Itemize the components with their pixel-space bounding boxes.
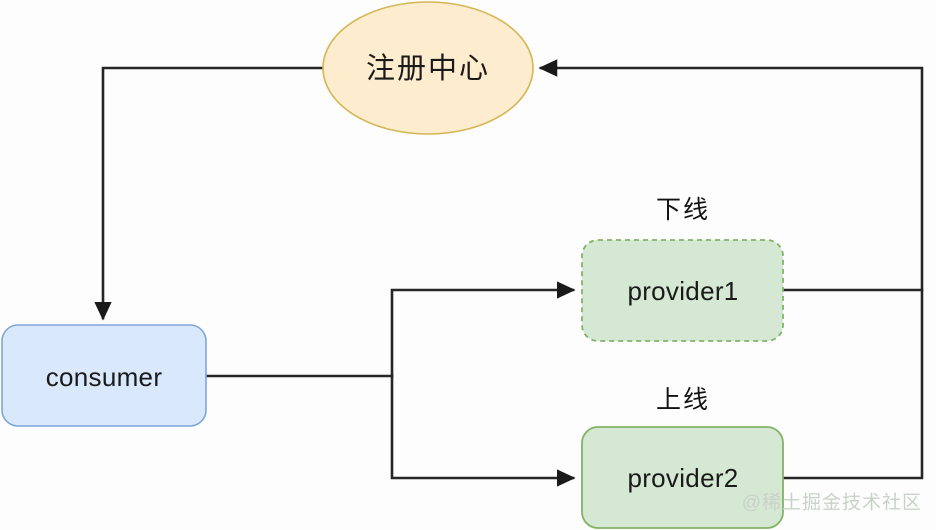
registry-ellipse-shape[interactable]: [322, 1, 534, 135]
node-provider1[interactable]: provider1: [581, 239, 784, 342]
watermark: @稀土掘金技术社区: [742, 492, 922, 514]
node-provider2[interactable]: provider2: [581, 426, 784, 529]
edge-registry-to-consumer: [94, 66, 324, 321]
registry-label: 注册中心: [366, 52, 490, 85]
provider1-box-shape[interactable]: [581, 239, 784, 342]
edge-branch-to-provider2: [390, 374, 576, 487]
provider1-label: provider1: [627, 276, 738, 306]
node-consumer[interactable]: consumer: [1, 324, 207, 427]
connector-layer: [94, 59, 924, 487]
edge-provider2-to-riser: [781, 288, 924, 480]
node-registry[interactable]: 注册中心: [322, 1, 534, 135]
edge-label-online: 上线: [656, 386, 710, 414]
edge-label-offline: 下线: [656, 196, 710, 224]
consumer-box-shape[interactable]: [1, 324, 207, 427]
consumer-label: consumer: [46, 362, 163, 392]
provider2-box-shape[interactable]: [581, 426, 784, 529]
edge-provider1-to-registry: [538, 59, 924, 292]
provider2-label: provider2: [627, 463, 738, 493]
edge-branch-to-provider1: [390, 281, 576, 378]
